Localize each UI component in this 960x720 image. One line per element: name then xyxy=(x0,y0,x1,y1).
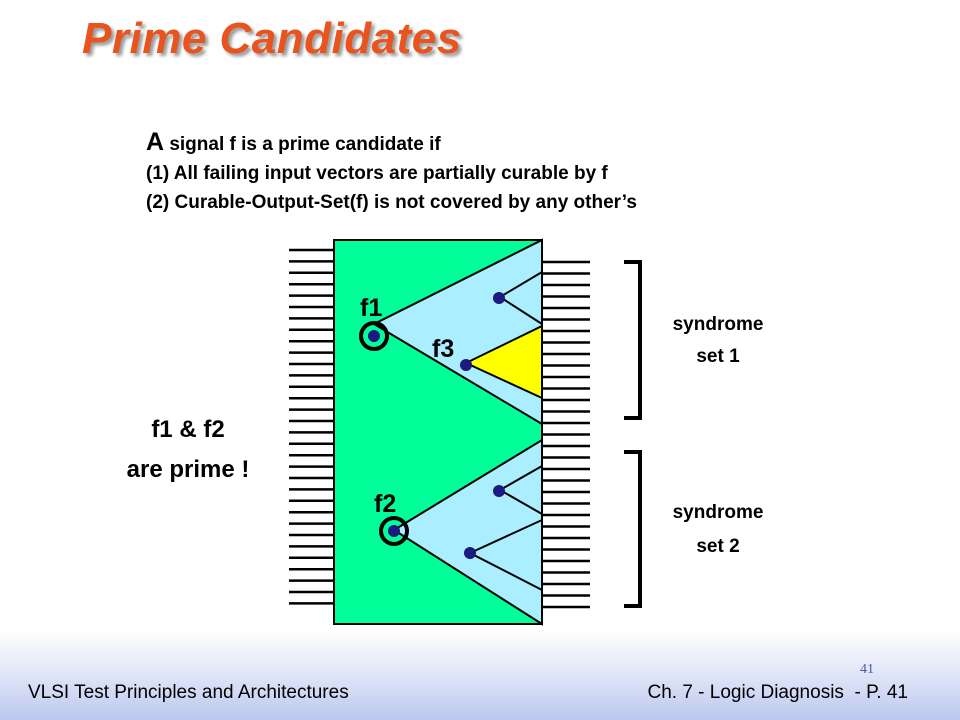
syndrome-2-line-2: set 2 xyxy=(696,536,739,557)
f2-subcone-node-upper xyxy=(493,485,505,497)
f2-highlight-ring xyxy=(379,516,409,546)
syndrome-2-bracket xyxy=(624,450,642,608)
f2-label: f2 xyxy=(374,490,396,518)
output-pins xyxy=(542,260,590,609)
f2-subcone-lower xyxy=(467,518,543,592)
f3-label: f3 xyxy=(432,335,454,363)
input-pins xyxy=(289,248,334,605)
slide-title: Prime Candidates xyxy=(82,14,462,63)
f3-fanout-cone xyxy=(463,324,543,400)
footer-band xyxy=(0,630,960,720)
conclusion-line-2: are prime ! xyxy=(127,456,250,483)
syndrome-1-line-2: set 1 xyxy=(696,346,740,367)
syndrome-2-line-1: syndrome xyxy=(673,502,764,523)
syndrome-1-bracket xyxy=(624,260,642,420)
f2-subcone-node-lower xyxy=(464,547,476,559)
f1-node xyxy=(368,330,380,342)
lead-letter: A xyxy=(146,128,165,156)
f1-highlight-ring xyxy=(359,321,389,351)
definition-block: A signal f is a prime candidate if (1) A… xyxy=(146,128,637,217)
lead-text: signal f is a prime candidate if xyxy=(164,134,441,155)
definition-lead: A signal f is a prime candidate if xyxy=(146,128,637,159)
footer-chapter: Ch. 7 - Logic Diagnosis - P. 41 xyxy=(647,682,908,703)
f1-subcone-node xyxy=(493,292,505,304)
f1-subcone xyxy=(498,270,543,326)
condition-2: (2) Curable-Output-Set(f) is not covered… xyxy=(146,192,637,213)
f3-node xyxy=(460,359,472,371)
f2-node xyxy=(388,525,400,537)
syndrome-1-line-1: syndrome xyxy=(673,314,764,335)
f1-label: f1 xyxy=(360,294,382,322)
conclusion-line-1: f1 & f2 xyxy=(151,416,224,443)
f2-subcone-upper xyxy=(497,464,543,516)
condition-1: (1) All failing input vectors are partia… xyxy=(146,163,608,184)
page-number: 41 xyxy=(860,662,874,677)
footer-course-title: VLSI Test Principles and Architectures xyxy=(28,682,349,703)
